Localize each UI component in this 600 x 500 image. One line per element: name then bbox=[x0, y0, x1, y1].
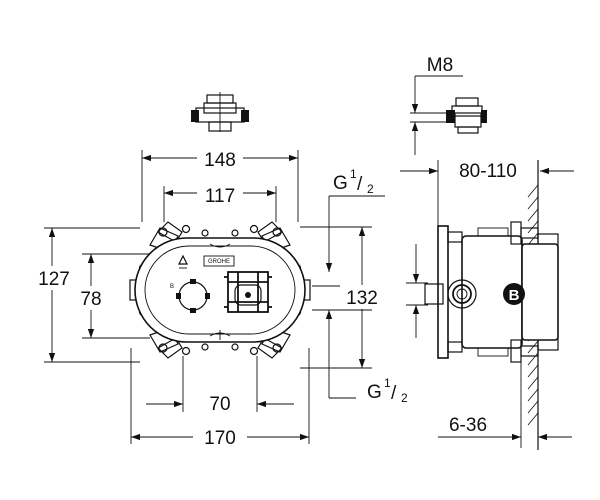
dim-78: 78 bbox=[72, 253, 150, 339]
brand-label: GROHE bbox=[203, 255, 235, 267]
top-valve-icon bbox=[191, 92, 249, 132]
dim-6-36: 6-36 bbox=[438, 360, 572, 448]
dim-117-label: 117 bbox=[205, 186, 235, 207]
dim-m8-label: M8 bbox=[427, 55, 453, 76]
dim-117: 117 bbox=[163, 182, 277, 222]
thread-bottom-sub: 2 bbox=[401, 391, 408, 405]
dim-m8: M8 bbox=[411, 55, 463, 155]
dim-6-36-label: 6-36 bbox=[449, 415, 487, 436]
side-badge: B bbox=[503, 283, 525, 305]
side-outlet-icon bbox=[424, 279, 477, 309]
dim-80-110: 80-110 bbox=[400, 160, 574, 226]
front-view: GROHE B bbox=[28, 92, 408, 449]
thread-bottom-sup: 1 bbox=[384, 376, 391, 390]
dim-132-label: 132 bbox=[346, 288, 378, 309]
dim-thread-top: G 1 / 2 bbox=[325, 167, 385, 272]
thread-top-sup: 1 bbox=[350, 167, 357, 181]
brand-label-text: GROHE bbox=[208, 259, 230, 265]
dim-80-110-label: 80-110 bbox=[459, 161, 517, 182]
dim-170: 170 bbox=[130, 348, 310, 449]
valve-body bbox=[134, 237, 306, 343]
dim-127-label: 127 bbox=[38, 269, 70, 290]
thread-bottom-main: G bbox=[367, 382, 382, 403]
dim-132: 132 bbox=[300, 226, 390, 369]
water-drop-icon bbox=[178, 254, 188, 269]
dim-148-label: 148 bbox=[204, 150, 236, 171]
dim-70-label: 70 bbox=[209, 394, 230, 415]
dim-127: 127 bbox=[28, 227, 140, 363]
dim-78-label: 78 bbox=[80, 289, 101, 310]
dim-thread-bottom: G 1 / 2 bbox=[325, 310, 408, 405]
svg-text:/: / bbox=[391, 383, 397, 404]
side-badge-label: B bbox=[509, 287, 520, 304]
dim-70: 70 bbox=[146, 356, 294, 415]
svg-text:/: / bbox=[357, 174, 363, 195]
svg-text:B: B bbox=[170, 284, 174, 290]
left-outlet-icon: B bbox=[170, 279, 210, 313]
cartridge-grid-icon bbox=[224, 271, 272, 313]
plaster-guard bbox=[521, 243, 559, 341]
dim-148: 148 bbox=[141, 146, 299, 222]
side-valve-icon bbox=[410, 97, 487, 134]
side-view: M8 80-110 bbox=[400, 55, 574, 450]
dim-170-label: 170 bbox=[204, 428, 236, 449]
thread-top-main: G bbox=[333, 173, 348, 194]
thread-top-sub: 2 bbox=[367, 182, 374, 196]
